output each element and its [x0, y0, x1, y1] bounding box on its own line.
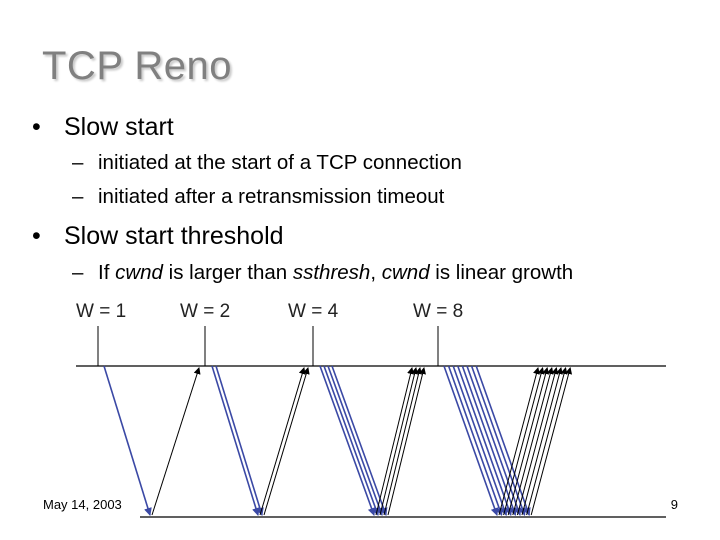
window-label: W = 2	[180, 301, 230, 322]
window-ticks	[97, 326, 439, 366]
ack-arrow	[530, 367, 573, 516]
data-segment	[457, 365, 513, 516]
ack-arrow	[151, 367, 201, 516]
data-segment	[475, 365, 531, 516]
ack-arrow	[387, 367, 426, 516]
data-segment	[319, 365, 376, 516]
window-label: W = 8	[413, 301, 463, 322]
footer-date: May 14, 2003	[43, 497, 122, 512]
data-segment	[327, 365, 384, 516]
ack-arrow	[259, 367, 306, 516]
text-fragment: is linear growth	[429, 261, 574, 284]
window-label: W = 4	[288, 301, 339, 322]
data-segment	[103, 365, 152, 516]
ack-arrow	[516, 367, 559, 516]
dash-marker: –	[72, 151, 84, 174]
ack-arrow	[498, 367, 540, 516]
bullet-marker: •	[32, 113, 41, 141]
ack-arrow	[375, 367, 414, 516]
data-segment	[466, 365, 522, 516]
bullet-marker: •	[32, 222, 41, 250]
cwnd-term: cwnd	[115, 261, 163, 284]
timelines	[76, 365, 666, 518]
ack-arrow	[383, 367, 422, 516]
sub-bullet-text: If cwnd is larger than ssthresh, cwnd is…	[98, 261, 573, 285]
sub-bullet-text: initiated after a retransmission timeout	[98, 185, 445, 208]
text-fragment: If	[98, 261, 116, 284]
data-segment	[211, 365, 260, 516]
bullet-text: Slow start threshold	[64, 222, 284, 250]
dash-marker: –	[72, 185, 84, 208]
data-segment	[452, 365, 508, 516]
sub-bullet-text: initiated at the start of a TCP connecti…	[98, 151, 462, 174]
cwnd-term: cwnd	[381, 261, 430, 284]
ack-arrows	[151, 367, 573, 516]
slide-title: TCP Reno	[42, 44, 233, 88]
ack-arrow	[526, 367, 568, 516]
bullet-text: Slow start	[64, 113, 174, 141]
data-segment	[447, 365, 504, 516]
slow-start-timing-diagram: W = 1 W = 2 W = 4 W = 8	[76, 301, 666, 518]
window-label: W = 1	[76, 301, 126, 322]
text-fragment: is larger than	[162, 261, 293, 284]
data-segment	[443, 365, 499, 516]
data-segment	[461, 365, 517, 516]
ack-arrow	[503, 367, 545, 516]
data-segment	[331, 365, 388, 516]
dash-marker: –	[72, 261, 84, 284]
ack-arrow	[379, 367, 418, 516]
page-number: 9	[670, 497, 678, 512]
data-segment	[323, 365, 380, 516]
ssthresh-term: ssthresh	[292, 261, 371, 284]
ack-arrow	[512, 367, 554, 516]
text-fragment: ,	[370, 261, 382, 284]
ack-arrow	[521, 367, 563, 516]
window-labels: W = 1 W = 2 W = 4 W = 8	[76, 301, 463, 322]
data-segment	[215, 365, 264, 516]
ack-arrow	[507, 367, 550, 516]
data-segment	[470, 365, 527, 516]
data-segments	[103, 365, 531, 516]
ack-arrow	[263, 367, 310, 516]
